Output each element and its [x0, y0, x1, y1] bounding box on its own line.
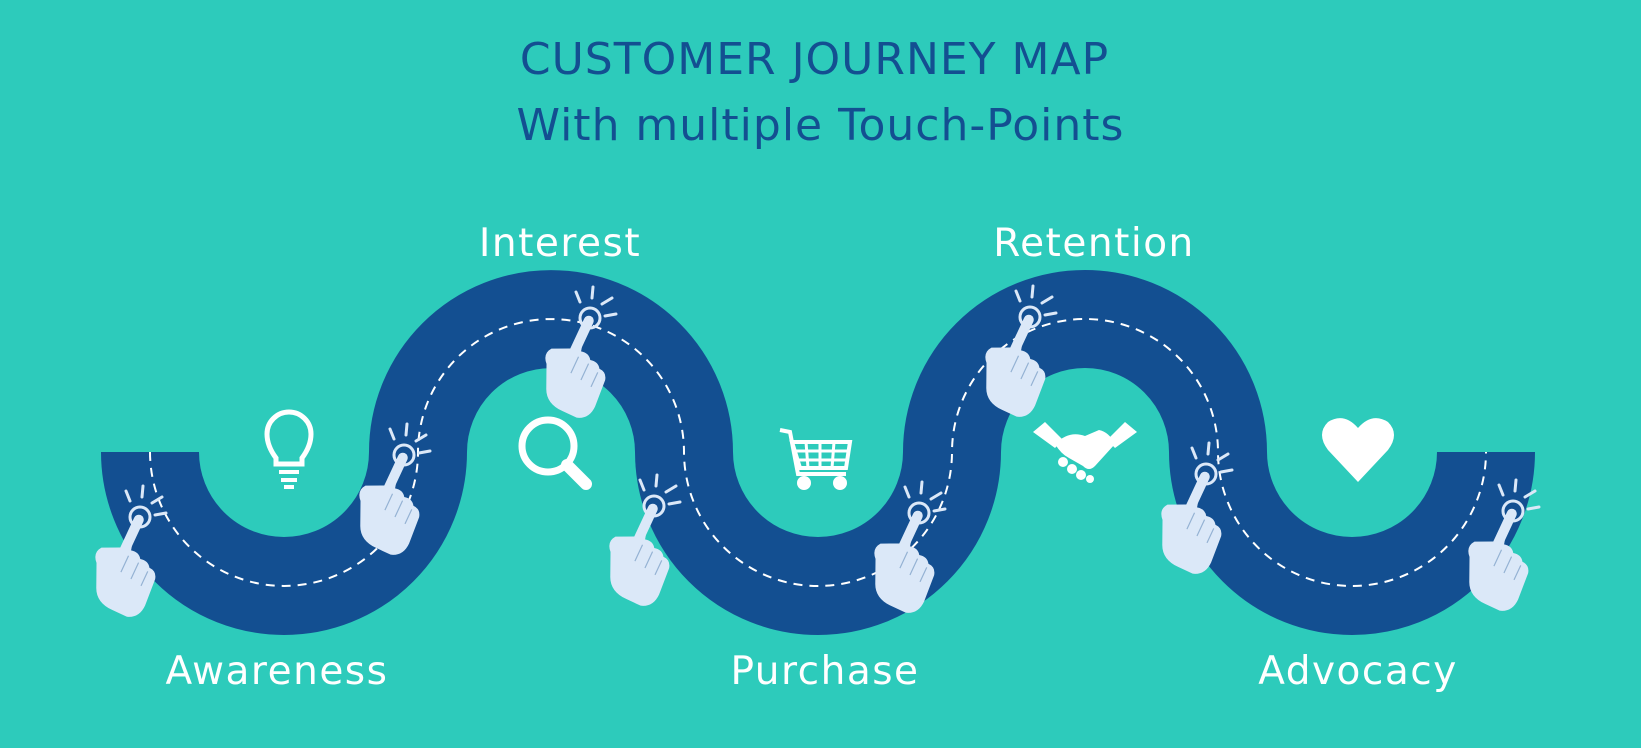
heart-icon: [1322, 418, 1394, 482]
stage-label-retention: Retention: [993, 221, 1195, 266]
handshake-icon: [1033, 422, 1137, 483]
stage-label-awareness: Awareness: [166, 649, 389, 694]
magnifier-icon: [518, 416, 592, 490]
stage-label-purchase: Purchase: [730, 649, 919, 694]
stage-label-advocacy: Advocacy: [1258, 649, 1458, 694]
page-subtitle: With multiple Touch-Points: [516, 100, 1125, 151]
shopping-cart-icon: [779, 428, 853, 490]
lightbulb-icon: [264, 409, 314, 489]
stage-label-interest: Interest: [479, 221, 641, 266]
page-title: CUSTOMER JOURNEY MAP: [519, 34, 1110, 85]
